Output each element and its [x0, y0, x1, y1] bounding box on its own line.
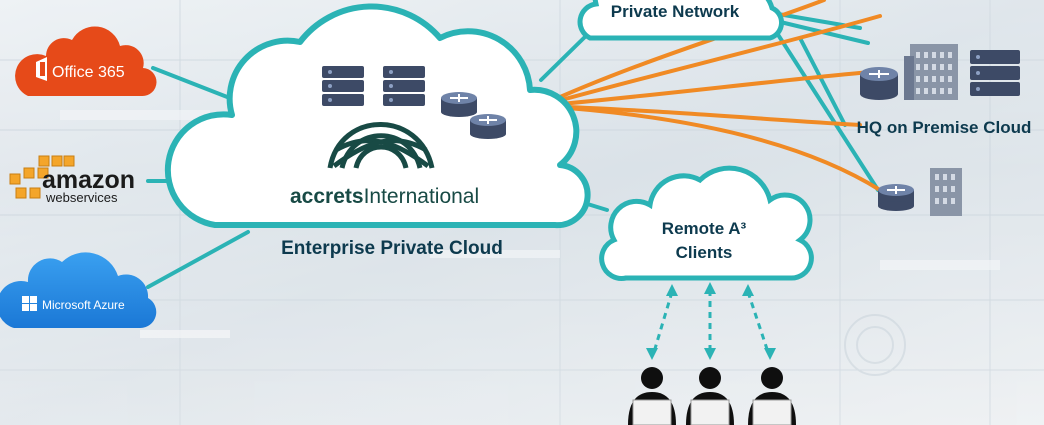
azure-badge: Microsoft Azure	[0, 252, 157, 329]
accrets-emblem-icon	[327, 122, 435, 169]
enterprise-cloud: accretsInternational Enterprise Private …	[164, 3, 591, 259]
building-icon	[904, 44, 958, 100]
brand-wordmark: accretsInternational	[290, 185, 479, 208]
router-icon	[441, 92, 477, 117]
aws-label-top: amazon	[42, 166, 135, 194]
branch-equipment	[878, 168, 962, 216]
arrow-up-icon	[704, 282, 716, 294]
enterprise-cloud-caption: Enterprise Private Cloud	[281, 238, 503, 259]
remote-clients-cloud: Remote A³ Clients	[599, 165, 814, 281]
aws-logo: amazon webservices	[9, 155, 135, 205]
office365-label: Office 365	[52, 64, 125, 81]
router-icon	[878, 184, 914, 211]
hq-equipment: HQ on Premise Cloud	[857, 44, 1032, 137]
azure-label: Microsoft Azure	[42, 298, 125, 312]
remote-user-icon	[748, 367, 796, 425]
server-rack-icon	[322, 66, 364, 106]
server-rack-icon	[383, 66, 425, 106]
aws-label-bottom: webservices	[45, 190, 118, 205]
private-network-cloud: Private Network	[577, 0, 784, 41]
router-icon	[470, 114, 506, 139]
remote-user-icon	[628, 367, 676, 425]
office-logo-icon	[36, 57, 47, 81]
arrow-down-icon	[646, 348, 658, 360]
office365-badge: Office 365	[15, 26, 157, 97]
private-network-label: Private Network	[611, 2, 740, 21]
remote-label-line1: Remote A³	[662, 219, 747, 238]
remote-label-line2: Clients	[676, 243, 733, 262]
remote-user-icon	[686, 367, 734, 425]
arrow-heads	[646, 282, 776, 360]
fiber-links	[538, 0, 882, 192]
aws-cubes-icon	[9, 155, 75, 199]
server-rack-icon	[970, 50, 1020, 96]
arrow-up-icon	[742, 284, 754, 296]
brand-bold: accrets	[290, 185, 364, 208]
arrow-up-icon	[666, 284, 678, 296]
router-icon	[860, 67, 898, 100]
windows-logo-icon	[22, 296, 37, 311]
arrow-down-icon	[764, 348, 776, 360]
building-icon	[930, 168, 962, 216]
brand-light: International	[364, 185, 480, 208]
arrow-down-icon	[704, 348, 716, 360]
hq-label: HQ on Premise Cloud	[857, 118, 1032, 137]
